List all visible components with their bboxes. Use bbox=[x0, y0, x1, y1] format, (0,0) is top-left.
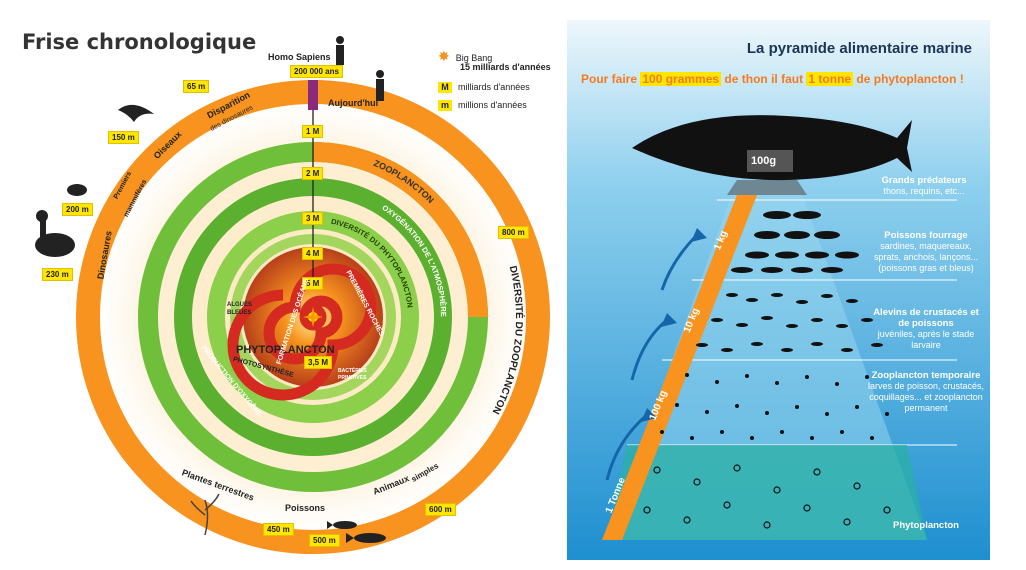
tag-200m: 200 m bbox=[62, 203, 93, 216]
label-phytoplancton: PHYTOPLANCTON bbox=[236, 344, 335, 356]
phyto-tier bbox=[607, 445, 927, 540]
fish-silhouettes bbox=[327, 521, 386, 543]
pyramid-subtitle: Pour faire 100 grammes de thon il faut 1… bbox=[581, 72, 964, 86]
label-poissons: Poissons bbox=[285, 503, 326, 513]
forage-fish-icons bbox=[731, 211, 859, 273]
tag-450m: 450 m bbox=[263, 523, 294, 536]
homo-sapiens-label: Homo Sapiens bbox=[268, 52, 331, 62]
apex-box bbox=[747, 150, 793, 172]
tag-65m: 65 m bbox=[183, 80, 210, 93]
pyramid-graphic bbox=[567, 20, 990, 560]
red-spiral bbox=[227, 263, 377, 401]
ring-2-orange-arc bbox=[312, 142, 488, 318]
star-icon: ✸ bbox=[438, 48, 450, 64]
human-silhouette bbox=[376, 70, 384, 101]
zooplankton-icons bbox=[660, 373, 889, 440]
plant-silhouette bbox=[190, 493, 220, 536]
tag-5M: 5 M bbox=[302, 277, 324, 290]
tag-230m: 230 m bbox=[42, 268, 73, 281]
tag-150m: 150 m bbox=[108, 131, 139, 144]
pyramid-title: La pyramide alimentaire marine bbox=[746, 40, 972, 57]
tag-4M: 4 M bbox=[302, 247, 324, 260]
mammal-silhouette bbox=[67, 184, 87, 196]
center-star bbox=[303, 307, 323, 327]
tag-600m: 600 m bbox=[425, 503, 456, 516]
label-algues: ALGUES bbox=[227, 302, 253, 308]
timeline-spiral: ZOOPLANCTON OXYGÉNATION DE L'ATMOSPHÈRE … bbox=[35, 36, 550, 554]
juvenile-fish-icons bbox=[696, 293, 883, 352]
timeline-panel: ZOOPLANCTON OXYGÉNATION DE L'ATMOSPHÈRE … bbox=[22, 30, 551, 554]
arrow-heads bbox=[641, 228, 707, 422]
label-bacteries: BACTÉRIES bbox=[338, 368, 367, 374]
label-bleues: BLEUES bbox=[227, 310, 252, 316]
apex-shadow bbox=[727, 180, 807, 195]
label-primitives: PRIMITIVES bbox=[338, 375, 367, 381]
dinosaur-silhouette bbox=[35, 210, 75, 257]
phytoplankton-icons bbox=[643, 464, 891, 529]
today-label: Aujourd'hui bbox=[328, 98, 379, 108]
tag-3-5M: 3,5 M bbox=[304, 356, 333, 369]
tag-3M: 3 M bbox=[302, 212, 324, 225]
tag-2M: 2 M bbox=[302, 167, 324, 180]
homo-sapiens-silhouette bbox=[336, 36, 344, 65]
tag-800m: 800 m bbox=[498, 226, 529, 239]
tag-500m: 500 m bbox=[309, 534, 340, 547]
orange-weight-band bbox=[602, 195, 757, 540]
tag-1M: 1 M bbox=[302, 125, 324, 138]
tier-phytoplankton: Phytoplancton bbox=[893, 520, 959, 531]
today-marker bbox=[308, 80, 318, 110]
bird-silhouette bbox=[118, 104, 154, 122]
apex-weight: 100g bbox=[751, 155, 777, 167]
legend-big-bang: ✸Big Bang bbox=[438, 48, 493, 64]
tuna-icon bbox=[632, 115, 912, 181]
timeline-title: Frise chronologique bbox=[22, 30, 257, 54]
homo-sapiens-age: 200 000 ans bbox=[290, 65, 343, 78]
pyramid-panel: La pyramide alimentaire marine Pour fair… bbox=[567, 20, 990, 560]
legend-big-bang-age: 15 milliards d'années bbox=[460, 62, 551, 72]
